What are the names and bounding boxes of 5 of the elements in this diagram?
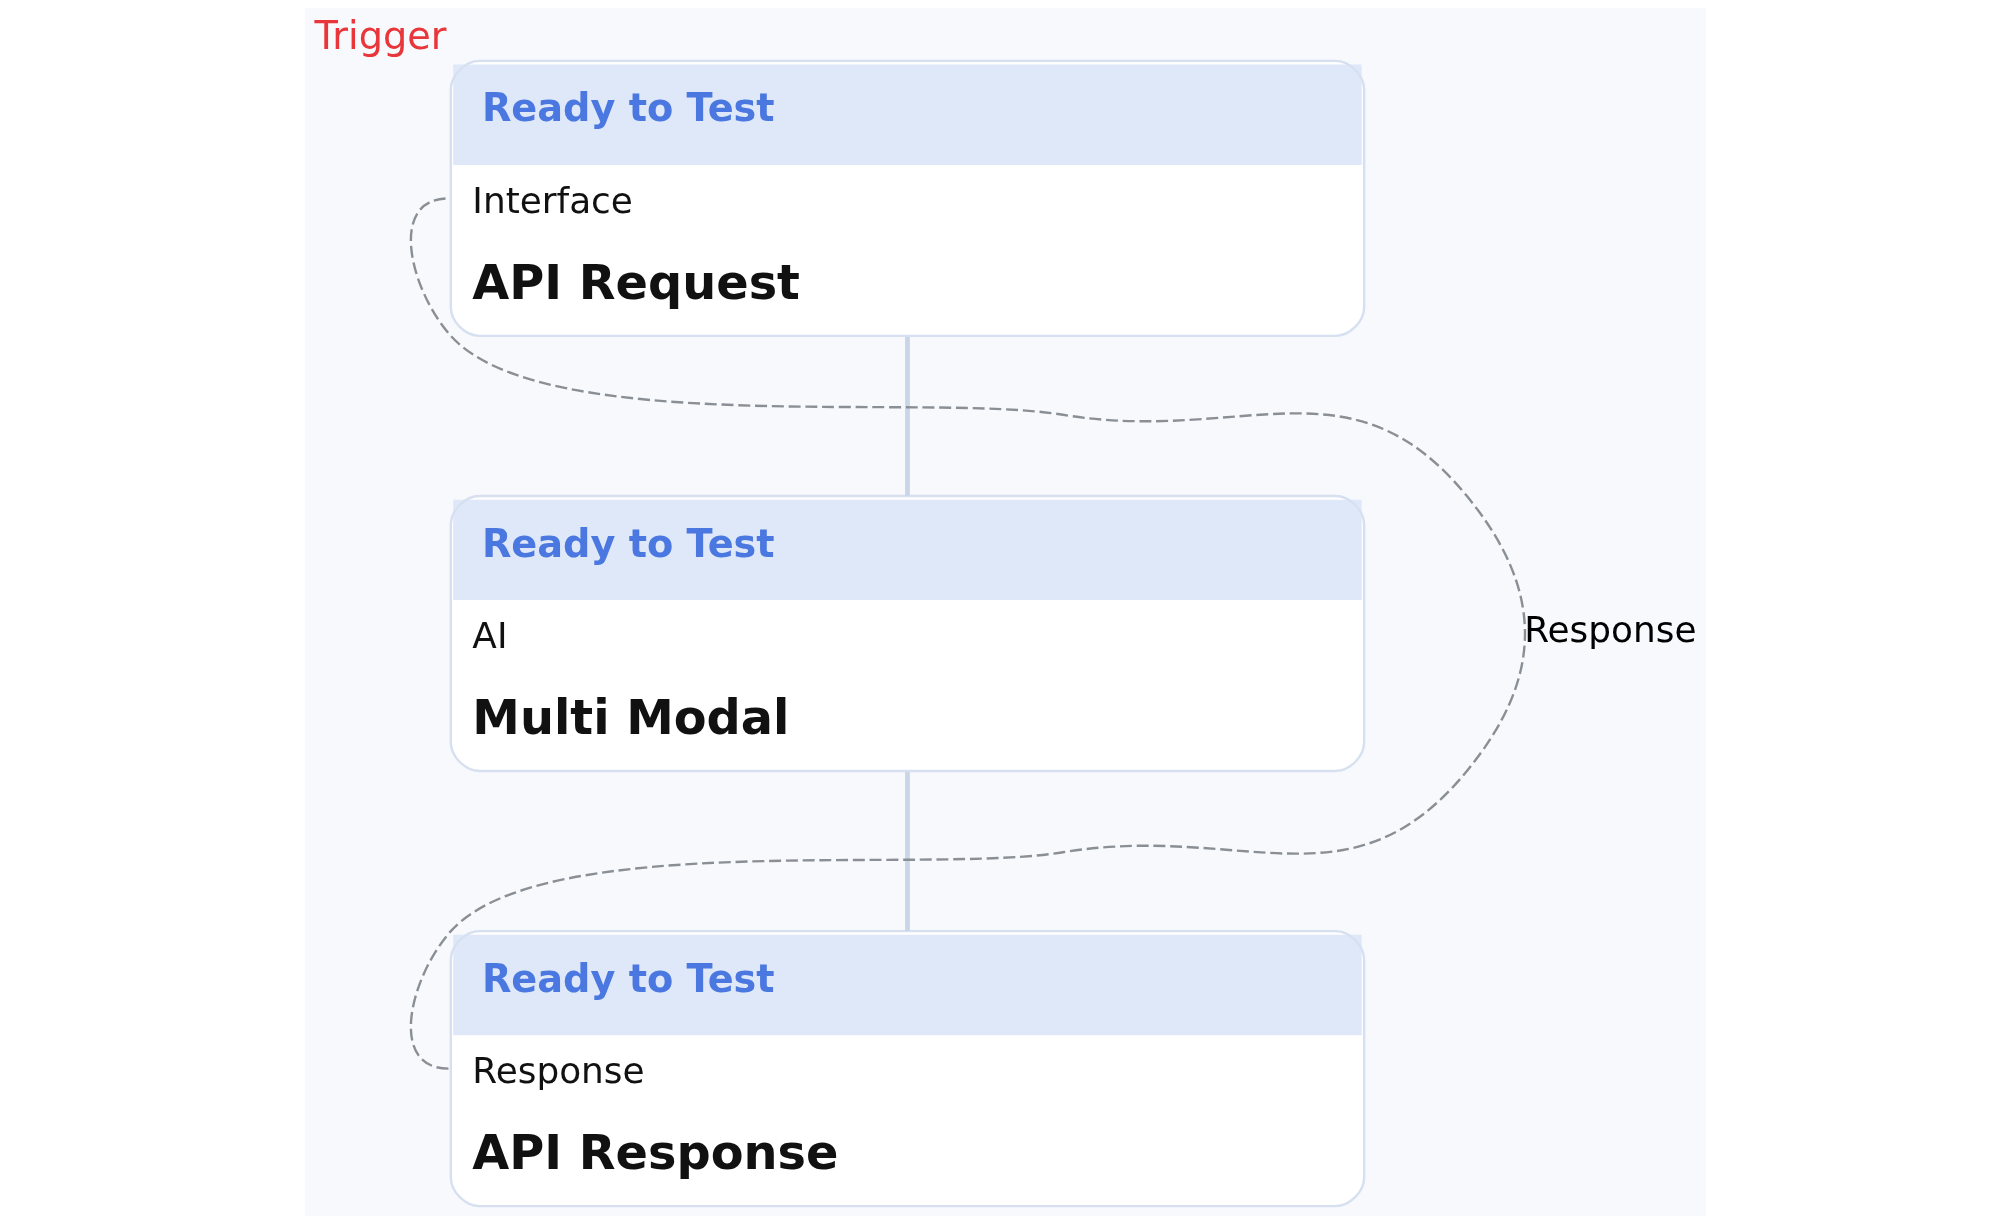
connector bbox=[904, 336, 910, 496]
connector bbox=[904, 772, 910, 931]
edge-label: Response bbox=[1523, 608, 1696, 650]
node-label: Trigger bbox=[314, 12, 446, 58]
connector bbox=[409, 197, 1525, 1070]
